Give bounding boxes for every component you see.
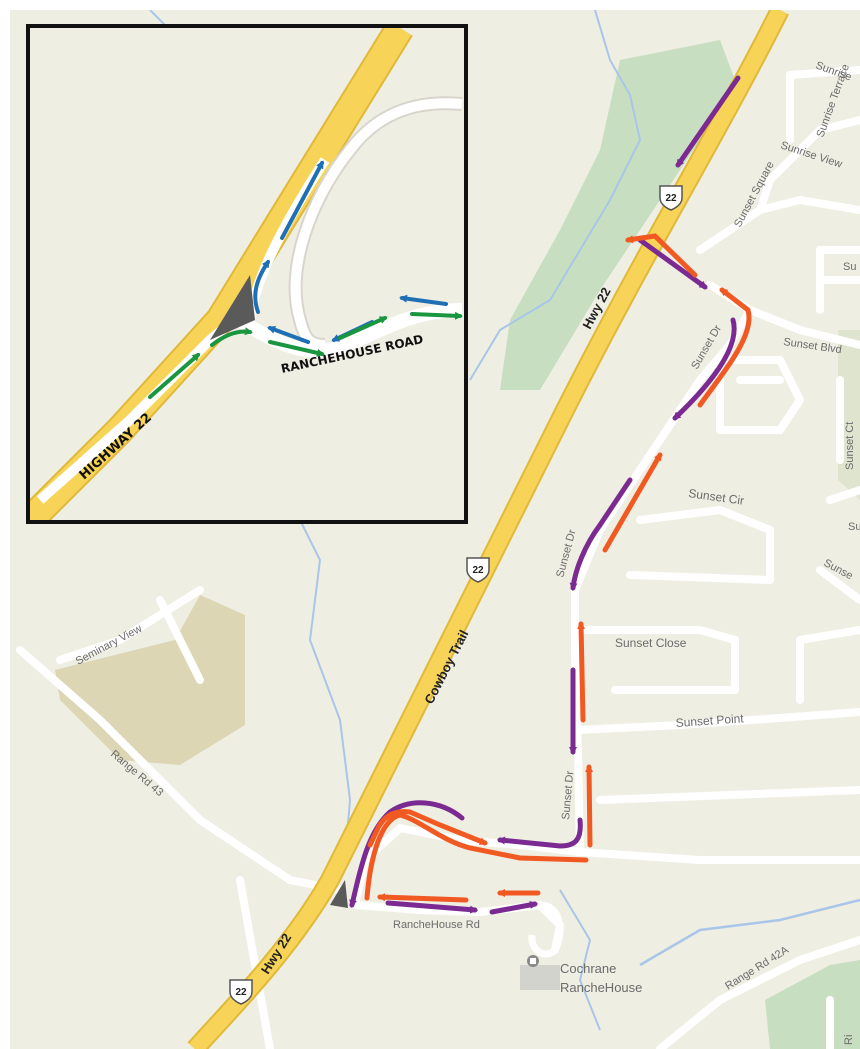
junction-island — [330, 880, 348, 908]
poi-marker-icon — [527, 955, 539, 967]
inset-loop-road-fill — [290, 98, 463, 350]
inset-panel: HIGHWAY 22 RANCHEHOUSE ROAD — [26, 24, 468, 524]
ranchehouse-rd-label: RancheHouse Rd — [393, 919, 480, 931]
inset-ranchehouse-road — [236, 303, 463, 358]
ranchehouse-building — [520, 965, 560, 990]
ranchehouse-loop — [528, 901, 564, 958]
edge-label-ri: Ri — [843, 1035, 855, 1045]
highway-22 — [189, 10, 788, 1049]
sunset-close-label: Sunset Close — [615, 636, 687, 650]
highway-shield-middle: 22 — [466, 557, 490, 583]
svg-text:22: 22 — [235, 987, 247, 998]
edge-label-su-2: Su — [848, 521, 860, 533]
edge-label-su-1: Su — [843, 261, 856, 273]
inset-island — [210, 275, 255, 340]
edge-label-sunset-ct: Sunset Ct — [844, 422, 856, 470]
sunset-dr-label-3: Sunset Dr — [560, 770, 576, 820]
highway-shield-bottom: 22 — [229, 979, 253, 1005]
highway-shield-top: 22 — [659, 185, 683, 211]
creek-4 — [639, 898, 860, 967]
creek-2 — [299, 519, 352, 861]
cochrane-label: Cochrane — [560, 961, 616, 976]
park-area-2 — [765, 960, 860, 1049]
svg-text:22: 22 — [665, 193, 677, 204]
creek — [469, 10, 642, 381]
sunset-point-label: Sunset Point — [675, 711, 745, 730]
inset-route-green — [148, 311, 463, 399]
route-orange — [364, 233, 752, 903]
park-area — [500, 40, 735, 390]
creek-3 — [559, 889, 601, 1031]
svg-text:22: 22 — [472, 565, 484, 576]
ranchehouse-label: RancheHouse — [560, 980, 642, 995]
route-purple — [349, 75, 741, 915]
